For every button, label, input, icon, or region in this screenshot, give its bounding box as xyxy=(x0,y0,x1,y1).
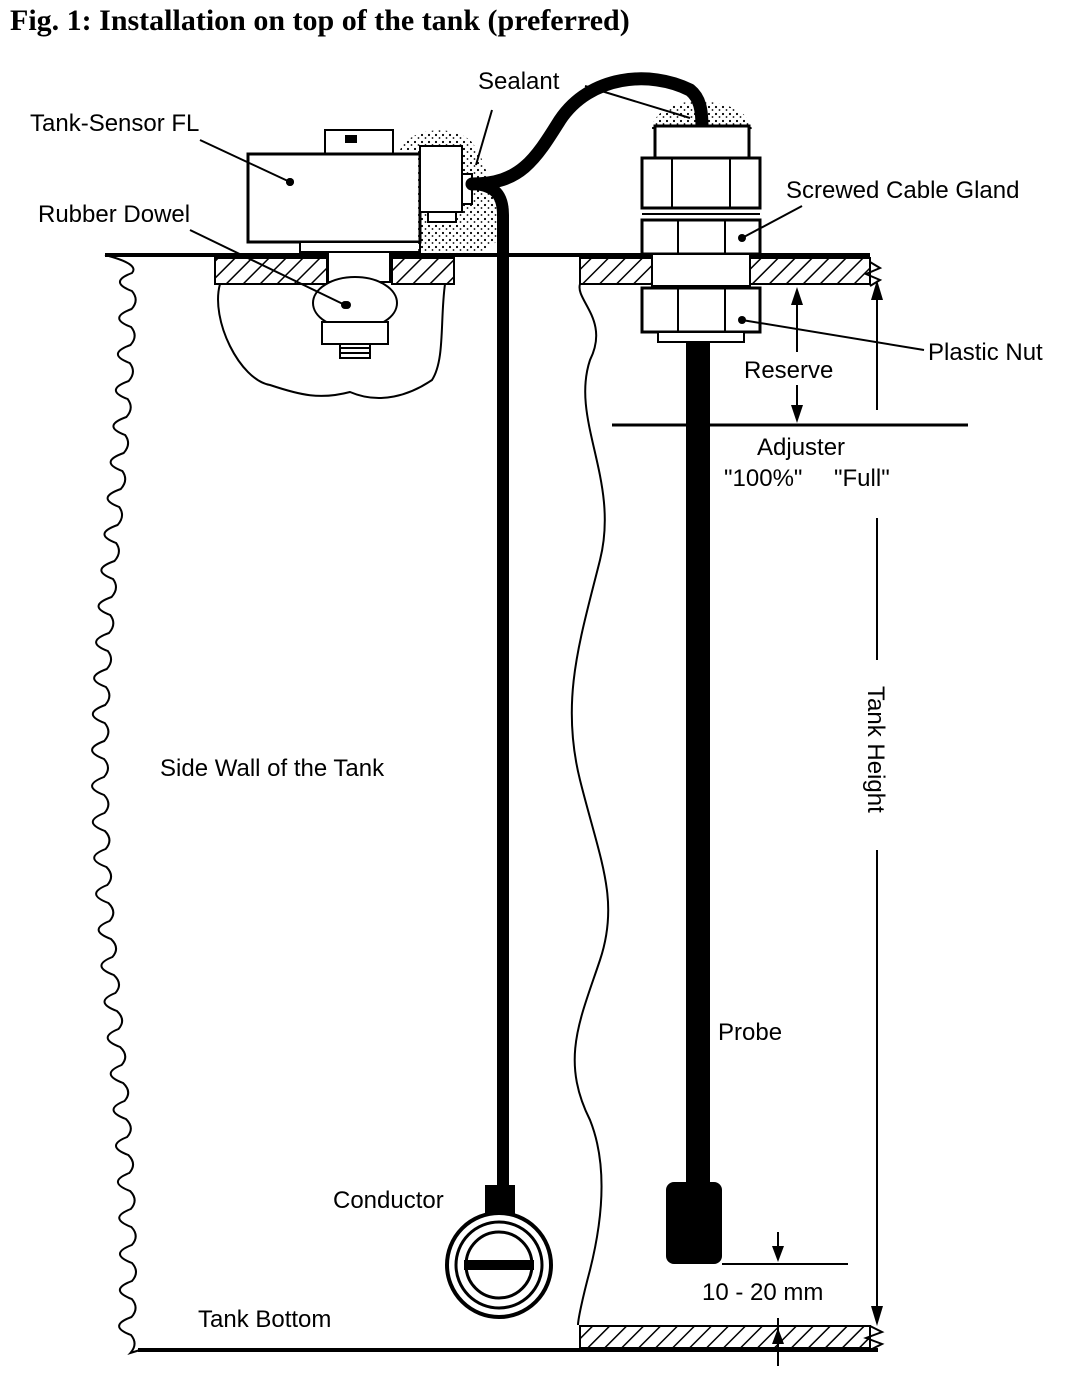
label-tank-height: Tank Height xyxy=(862,686,889,813)
tank-top-hatch-left xyxy=(214,257,328,285)
tank-top-hatch-mid xyxy=(391,257,455,285)
tank-inner-boundary xyxy=(570,283,610,1326)
label-tank-bottom: Tank Bottom xyxy=(198,1306,331,1333)
probe-tip xyxy=(666,1182,722,1264)
label-conductor: Conductor xyxy=(333,1187,444,1214)
label-plastic-nut: Plastic Nut xyxy=(928,339,1043,366)
leader-lines xyxy=(189,85,925,351)
label-adjuster-100: "100%" xyxy=(724,465,802,492)
probe-rod xyxy=(686,342,710,1187)
label-sealant: Sealant xyxy=(478,68,560,95)
label-adjuster-full: "Full" xyxy=(834,465,890,492)
label-adjuster: Adjuster xyxy=(757,434,845,461)
plastic-nut xyxy=(640,286,762,343)
sensor-cable-to-gland xyxy=(465,72,709,191)
label-cable-gland: Screwed Cable Gland xyxy=(786,177,1019,204)
reserve-dimension xyxy=(791,287,803,423)
label-side-wall: Side Wall of the Tank xyxy=(160,755,385,782)
sensor-cavity xyxy=(217,283,446,399)
tank-bottom-break-mark xyxy=(863,1325,885,1351)
conductor-wire xyxy=(474,178,509,1190)
conductor-weight xyxy=(445,1185,553,1319)
tank-sensor-body xyxy=(246,129,422,253)
tank-side-wall xyxy=(91,254,141,1356)
figure-title: Fig. 1: Installation on top of the tank … xyxy=(10,4,630,37)
tank-bottom-hatch xyxy=(579,1325,871,1349)
label-rubber-dowel: Rubber Dowel xyxy=(38,201,190,228)
sensor-connector xyxy=(419,145,473,223)
tank-height-dimension xyxy=(871,280,883,1326)
label-reserve: Reserve xyxy=(744,357,833,384)
screwed-cable-gland xyxy=(640,124,762,287)
label-gap: 10 - 20 mm xyxy=(702,1279,823,1306)
label-probe: Probe xyxy=(718,1019,782,1046)
label-tank-sensor: Tank-Sensor FL xyxy=(30,110,199,137)
